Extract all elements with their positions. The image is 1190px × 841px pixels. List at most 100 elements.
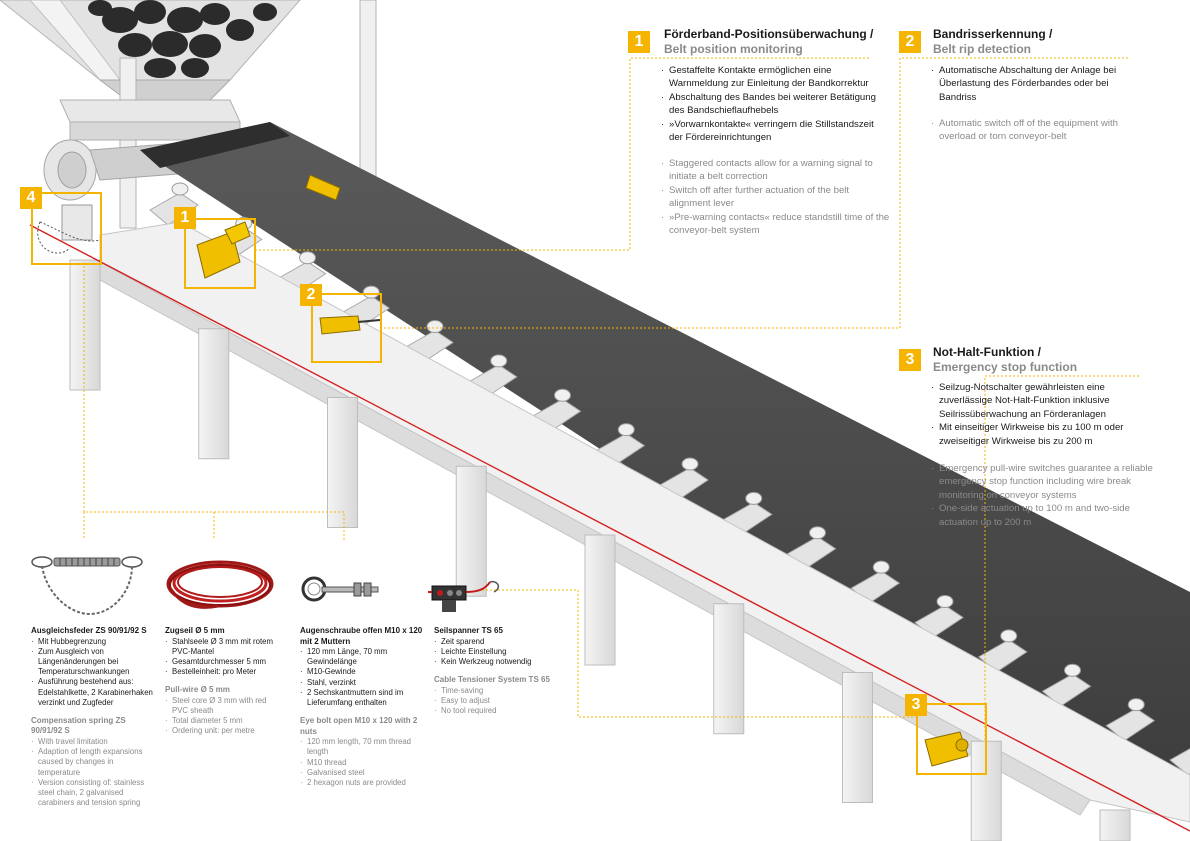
list-item: Galvanised steel: [300, 768, 424, 778]
coal-pile: [88, 0, 277, 78]
list-item: No tool required: [434, 706, 560, 716]
list-item: Kein Werkzeug notwendig: [434, 657, 560, 667]
accessory-cable-tensioner: Seilspanner TS 65 Zeit sparend Leichte E…: [434, 626, 560, 716]
callout-2-bullets-de: Automatische Abschaltung der Anlage bei …: [930, 64, 1145, 104]
idler-roller: [850, 560, 901, 604]
callout-2-title-en: Belt rip detection: [933, 42, 1032, 56]
callout-3-badge: 3: [899, 349, 921, 371]
list-item: Time-saving: [434, 686, 560, 696]
support-leg: [69, 259, 101, 391]
list-item: Version consisting of: stainless steel c…: [31, 778, 153, 809]
list-item: Leichte Einstellung: [434, 647, 560, 657]
support-leg: [1099, 809, 1131, 841]
list-item: Adaption of length expansions caused by …: [31, 747, 153, 778]
list-item: Ordering unit: per metre: [165, 726, 283, 736]
emergency-stop-switch: [924, 731, 969, 767]
list-item: 2 hexagon nuts are provided: [300, 778, 424, 788]
callout-2-bullets-en: Automatic switch off of the equipment wi…: [930, 117, 1145, 144]
callout-1-bullets-de: Gestaffelte Kontakte ermöglichen eine Wa…: [660, 64, 888, 144]
marker-4-badge: 4: [20, 187, 42, 209]
end-chain-spring: [37, 204, 101, 254]
list-item: 2 Sechskantmuttern sind im Lieferumfang …: [300, 688, 424, 708]
eye-bolt-icon: [301, 576, 379, 602]
list-item: Mit einseitiger Wirkweise bis zu 100 m o…: [930, 421, 1155, 448]
accessory-items-en: Steel core Ø 3 mm with red PVC sheath To…: [165, 696, 283, 737]
cable-tensioner-icon: [428, 580, 500, 612]
list-item: Easy to adjust: [434, 696, 560, 706]
marker-1-badge: 1: [174, 207, 196, 229]
support-leg: [842, 672, 873, 803]
list-item: Seilzug-Notschalter gewährleisten eine z…: [930, 381, 1155, 421]
list-item: Bestelleinheit: pro Meter: [165, 667, 283, 677]
accessory-title-de: Zugseil Ø 5 mm: [165, 626, 225, 635]
support-leg: [713, 603, 745, 735]
callout-3-title-de: Not-Halt-Funktion /: [933, 345, 1041, 359]
callout-3-title-en: Emergency stop function: [933, 360, 1078, 374]
compensation-spring-icon: [31, 556, 143, 616]
belt-rip-switch: [319, 315, 381, 335]
callout-1-header: Förderband-Positionsüberwachung / Belt p…: [664, 27, 894, 57]
list-item: Staggered contacts allow for a warning s…: [660, 157, 890, 184]
callout-3-header: Not-Halt-Funktion / Emergency stop funct…: [933, 345, 1173, 375]
list-item: Abschaltung des Bandes bei weiterer Betä…: [660, 91, 888, 118]
accessory-title-en: Cable Tensioner System TS 65: [434, 675, 550, 685]
list-item: Total diameter 5 mm: [165, 716, 283, 726]
accessory-title-de: Ausgleichsfeder ZS 90/91/92 S: [31, 626, 147, 635]
marker-3-badge: 3: [905, 694, 927, 716]
list-item: Gestaffelte Kontakte ermöglichen eine Wa…: [660, 64, 888, 91]
support-leg: [584, 534, 616, 666]
list-item: M10 thread: [300, 758, 424, 768]
callout-1-bullets-en: Staggered contacts allow for a warning s…: [660, 157, 890, 237]
accessory-items-en: With travel limitation Adaption of lengt…: [31, 737, 153, 808]
list-item: Steel core Ø 3 mm with red PVC sheath: [165, 696, 283, 716]
idler-roller: [914, 595, 964, 639]
leader-lines: [83, 57, 1140, 740]
list-item: Ausführung bestehend aus: Edelstahlkette…: [31, 677, 153, 708]
callout-2-badge: 2: [899, 31, 921, 53]
callout-3-bullets-de: Seilzug-Notschalter gewährleisten eine z…: [930, 381, 1155, 448]
list-item: Automatische Abschaltung der Anlage bei …: [930, 64, 1145, 104]
accessory-title-de: Augenschraube offen M10 x 120 mit 2 Mutt…: [300, 626, 423, 646]
accessory-items-de: 120 mm Länge, 70 mm Gewindelänge M10-Gew…: [300, 647, 424, 708]
list-item: Emergency pull-wire switches guarantee a…: [930, 462, 1155, 502]
pull-wire-coil-icon: [166, 560, 274, 609]
belt-position-switch: [196, 221, 251, 279]
belt-alignment-switch-upper: [305, 174, 341, 201]
callout-2-title-de: Bandrisserkennung /: [933, 27, 1053, 41]
list-item: Stahl, verzinkt: [300, 678, 424, 688]
marker-2-badge: 2: [300, 284, 322, 306]
highlight-boxes: [31, 192, 987, 775]
accessory-items-de: Zeit sparend Leichte Einstellung Kein We…: [434, 637, 560, 668]
list-item: Zum Ausgleich von Längenänderungen bei T…: [31, 647, 153, 678]
support-leg: [455, 465, 487, 597]
idler-roller: [1041, 663, 1092, 707]
callout-2-header: Bandrisserkennung / Belt rip detection: [933, 27, 1173, 57]
callout-1-title-en: Belt position monitoring: [664, 42, 803, 56]
accessory-items-de: Stahlseele Ø 3 mm mit rotem PVC-Mantel G…: [165, 637, 283, 678]
accessory-compensation-spring: Ausgleichsfeder ZS 90/91/92 S Mit Hubbeg…: [31, 626, 153, 808]
list-item: One-side actuation up to 100 m and two-s…: [930, 502, 1155, 529]
accessory-title-en: Pull-wire Ø 5 mm: [165, 685, 230, 695]
idler-roller: [1169, 748, 1190, 776]
accessory-eye-bolt: Augenschraube offen M10 x 120 mit 2 Mutt…: [300, 626, 424, 788]
list-item: Automatic switch off of the equipment wi…: [930, 117, 1145, 144]
accessory-title-en: Compensation spring ZS 90/91/92 S: [31, 715, 126, 736]
list-item: With travel limitation: [31, 737, 153, 747]
list-item: M10-Gewinde: [300, 667, 424, 677]
support-leg: [327, 397, 358, 528]
list-item: Zeit sparend: [434, 637, 560, 647]
list-item: Gesamtdurchmesser 5 mm: [165, 657, 283, 667]
list-item: Stahlseele Ø 3 mm mit rotem PVC-Mantel: [165, 637, 283, 657]
list-item: »Pre-warning contacts« reduce standstill…: [660, 211, 890, 238]
accessory-title-en: Eye bolt open M10 x 120 with 2 nuts: [300, 716, 418, 736]
list-item: Mit Hubbegrenzung: [31, 637, 153, 647]
accessory-items-de: Mit Hubbegrenzung Zum Ausgleich von Läng…: [31, 637, 153, 708]
list-item: 120 mm Länge, 70 mm Gewindelänge: [300, 647, 424, 667]
list-item: Switch off after further actuation of th…: [660, 184, 890, 211]
list-item: »Vorwarnkontakte« verringern die Stillst…: [660, 118, 888, 145]
accessory-items-en: Time-saving Easy to adjust No tool requi…: [434, 686, 560, 717]
accessory-pull-wire: Zugseil Ø 5 mm Stahlseele Ø 3 mm mit rot…: [165, 626, 283, 737]
list-item: 120 mm length, 70 mm thread length: [300, 737, 424, 757]
callout-1-title-de: Förderband-Positionsüberwachung /: [664, 27, 874, 41]
